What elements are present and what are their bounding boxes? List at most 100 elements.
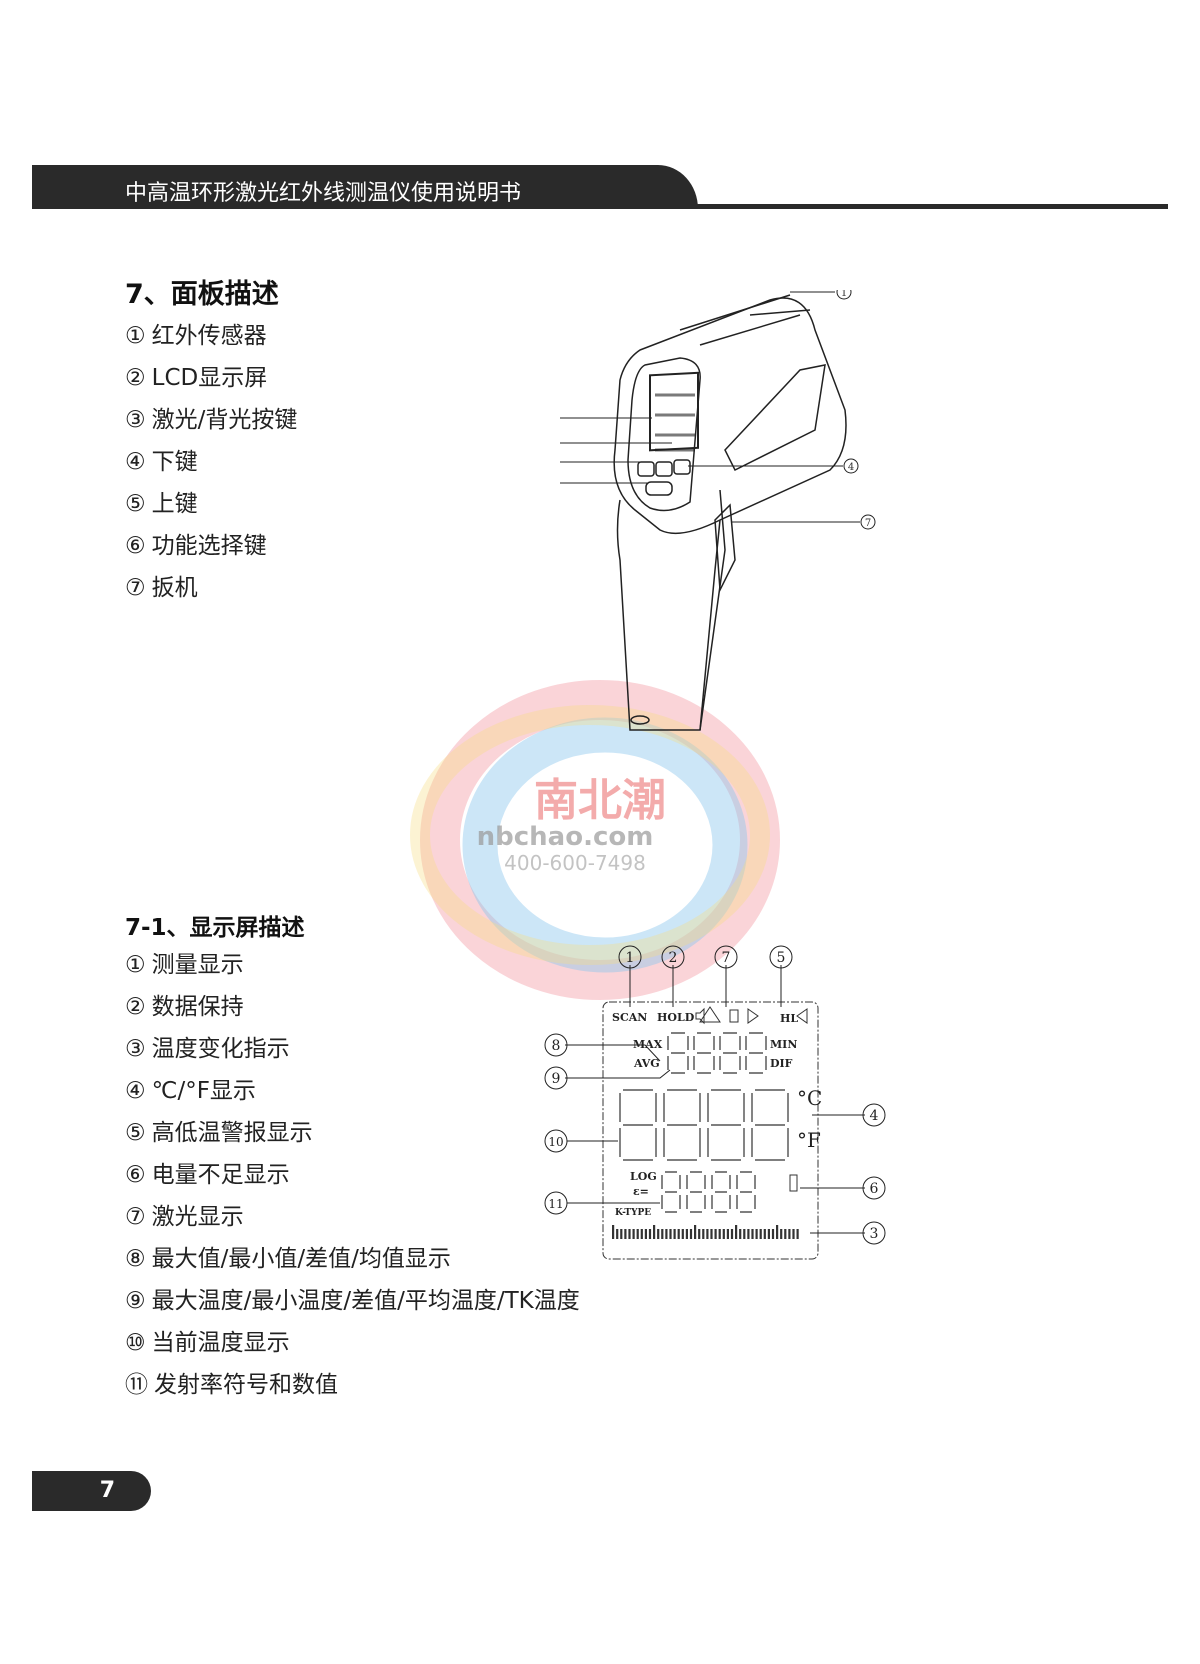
lcd-digit bbox=[693, 1032, 715, 1074]
lcd-bar-segment bbox=[673, 1229, 676, 1239]
lcd-hold: HOLD bbox=[657, 1011, 695, 1024]
lcd-celsius: °C bbox=[797, 1086, 822, 1110]
lcd-scan: SCAN bbox=[612, 1011, 647, 1024]
lcd-bar-segment bbox=[669, 1229, 672, 1239]
item-label: 最大温度/最小温度/差值/平均温度/TK温度 bbox=[151, 1288, 580, 1314]
lcd-bar-segment bbox=[616, 1229, 619, 1239]
item-number: ① bbox=[125, 323, 146, 349]
item-number: ⑧ bbox=[125, 1246, 146, 1272]
svg-text:2: 2 bbox=[669, 950, 678, 966]
item-label: 当前温度显示 bbox=[151, 1330, 290, 1356]
lcd-bar-segment bbox=[612, 1225, 615, 1239]
lcd-digit bbox=[686, 1171, 706, 1213]
lcd-bar-segment bbox=[665, 1229, 668, 1239]
lcd-bar-segment bbox=[628, 1229, 631, 1239]
item-number: ① bbox=[125, 952, 146, 978]
item-number: ④ bbox=[125, 449, 146, 475]
item-label: 发射率符号和数值 bbox=[154, 1372, 338, 1398]
thermometer-gun-illustration: 12 35 64 7 bbox=[560, 290, 876, 731]
lcd-min: MIN bbox=[770, 1038, 797, 1051]
lcd-digit bbox=[719, 1032, 741, 1074]
svg-text:5: 5 bbox=[777, 950, 786, 966]
item-number: ③ bbox=[125, 1036, 146, 1062]
item-label: 激光/背光按键 bbox=[151, 407, 298, 433]
item-label: 高低温警报显示 bbox=[151, 1120, 313, 1146]
lcd-bar-segment bbox=[776, 1225, 779, 1239]
lcd-bar-segment bbox=[636, 1229, 639, 1239]
lcd-bar-segment bbox=[620, 1229, 623, 1239]
item-number: ⑩ bbox=[125, 1330, 146, 1356]
item-number: ⑥ bbox=[125, 533, 146, 559]
item-number: ⑥ bbox=[125, 1162, 146, 1188]
lcd-digit bbox=[619, 1089, 657, 1161]
item-label: 电量不足显示 bbox=[151, 1162, 290, 1188]
lcd-bar-segment bbox=[784, 1229, 787, 1239]
lcd-digit bbox=[661, 1171, 681, 1213]
lcd-bar-segment bbox=[677, 1229, 680, 1239]
item-number: ② bbox=[125, 994, 146, 1020]
item-number: ② bbox=[125, 365, 146, 391]
item-label: 红外传感器 bbox=[151, 323, 267, 349]
item-label: 测量显示 bbox=[151, 952, 244, 978]
section-heading-display: 7-1、显示屏描述 bbox=[125, 915, 305, 941]
item-label: 扳机 bbox=[151, 575, 198, 601]
svg-text:9: 9 bbox=[552, 1071, 561, 1087]
lcd-bar-segment bbox=[681, 1229, 684, 1239]
watermark-logo: 南北潮 nbchao.com 400-600-7498 bbox=[410, 680, 780, 1000]
item-label: 数据保持 bbox=[151, 994, 244, 1020]
lcd-bar-segment bbox=[788, 1229, 791, 1239]
lcd-log: LOG bbox=[630, 1170, 657, 1183]
lcd-bar-segment bbox=[730, 1229, 734, 1239]
item-number: ④ bbox=[125, 1078, 146, 1104]
item-label: 激光显示 bbox=[151, 1204, 244, 1230]
lcd-bar-segment bbox=[718, 1229, 721, 1239]
lcd-bar-segment bbox=[763, 1229, 766, 1239]
item-number: ⑤ bbox=[125, 491, 146, 517]
item-label: 功能选择键 bbox=[151, 533, 267, 559]
item-number: ⑦ bbox=[125, 1204, 146, 1230]
lcd-digit bbox=[707, 1089, 745, 1161]
item-label: 温度变化指示 bbox=[151, 1036, 290, 1062]
lcd-bar-segment bbox=[644, 1229, 647, 1239]
lcd-fahrenheit: °F bbox=[797, 1128, 821, 1152]
lcd-bar-segment bbox=[780, 1229, 783, 1239]
lcd-ktype: K-TYPE bbox=[615, 1208, 651, 1218]
lcd-bar-segment bbox=[759, 1229, 762, 1239]
lcd-bar-segment bbox=[702, 1229, 705, 1239]
lcd-bar-segment bbox=[767, 1229, 770, 1239]
item-number: ⑨ bbox=[125, 1288, 146, 1314]
lcd-display-diagram: SCAN HOLD HL MAX AVG MIN DIF °C °F LOG ε… bbox=[544, 945, 886, 1260]
svg-text:8: 8 bbox=[552, 1038, 561, 1054]
lcd-bar-segment bbox=[694, 1225, 697, 1239]
svg-text:4: 4 bbox=[870, 1108, 879, 1124]
lcd-digit bbox=[745, 1032, 767, 1074]
item-label: 上键 bbox=[151, 491, 198, 517]
item-number: ⑦ bbox=[125, 575, 146, 601]
lcd-bar-segment bbox=[726, 1229, 729, 1239]
header-title: 中高温环形激光红外线测温仪使用说明书 bbox=[125, 181, 522, 206]
page-number: 7 bbox=[32, 1471, 151, 1511]
lcd-bar-segment bbox=[624, 1229, 627, 1239]
svg-text:10: 10 bbox=[548, 1135, 563, 1149]
lcd-bar-segment bbox=[722, 1229, 725, 1239]
lcd-bar-segment bbox=[710, 1229, 713, 1239]
lcd-digit bbox=[751, 1089, 789, 1161]
lcd-bar-segment bbox=[771, 1229, 775, 1239]
lcd-bar-segment bbox=[735, 1225, 738, 1239]
lcd-digit bbox=[711, 1171, 731, 1213]
lcd-emissivity: ε= bbox=[633, 1185, 649, 1198]
item-number: ⑪ bbox=[125, 1372, 148, 1398]
